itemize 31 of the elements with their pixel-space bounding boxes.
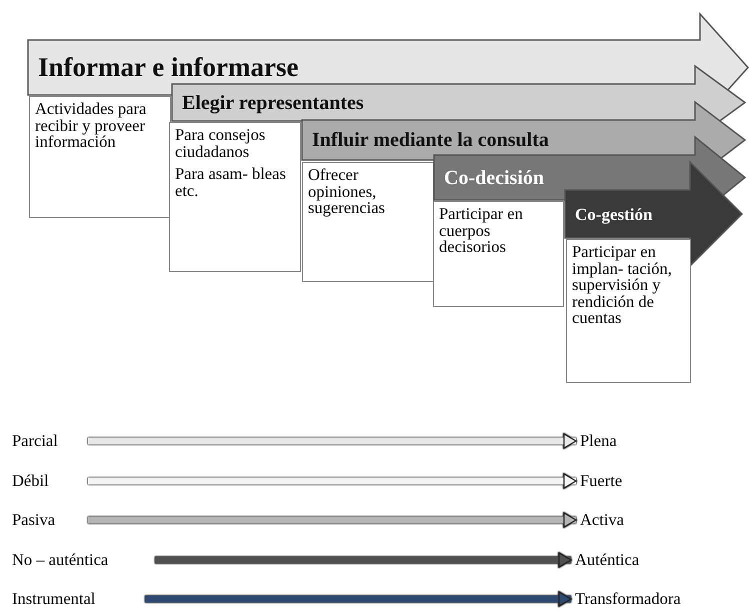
description-box [29, 96, 171, 218]
description-box [169, 122, 301, 272]
description-text: Ofrecer opiniones, sugerencias [308, 167, 386, 216]
stage-heading: Co-decisión [444, 168, 544, 188]
description-text: Actividades para recibir y proveer información [35, 101, 148, 150]
scale-label: Débil [12, 471, 88, 491]
scale-label: Transformadora [575, 589, 745, 609]
description-text: Para consejos ciudadanos [175, 127, 266, 160]
stage-heading: Co-gestión [575, 206, 652, 222]
scale-arrow [155, 552, 572, 568]
scale-arrow [145, 591, 572, 607]
description-box [433, 201, 564, 307]
scale-label: Parcial [12, 431, 88, 451]
description-text: Para asam- bleas etc. [175, 166, 287, 199]
scale-label: Activa [580, 510, 730, 530]
scale-arrow [88, 433, 577, 449]
scale-label: No – auténtica [12, 550, 155, 570]
scale-label: Pasiva [12, 510, 88, 530]
stage-heading: Informar e informarse [38, 54, 298, 81]
scale-arrow [88, 473, 577, 489]
description-box [566, 239, 691, 383]
description-text: Participar en implan- tación, supervisión y rendición de cuentas [572, 244, 673, 326]
scale-label: Instrumental [12, 589, 145, 609]
stage-heading: Elegir representantes [182, 92, 364, 112]
description-text: Participar en cuerpos decisorios [439, 206, 524, 256]
scale-label: Fuerte [580, 471, 730, 491]
scale-arrow [88, 512, 577, 528]
scale-label: Plena [580, 431, 730, 451]
description-box [302, 162, 434, 282]
scale-label: Auténtica [575, 550, 725, 570]
stage-heading: Influir mediante la consulta [312, 130, 549, 150]
